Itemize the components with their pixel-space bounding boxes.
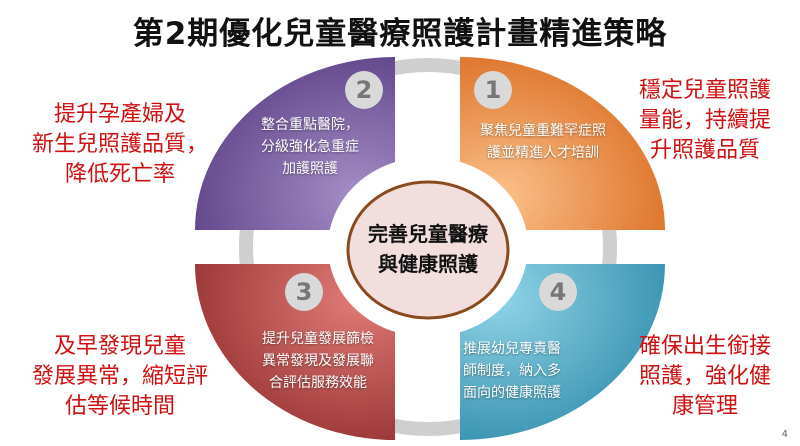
text-line: 聚焦兒童重難罕症照 bbox=[480, 123, 606, 139]
quadrant-4-text: 推展幼兒專責醫 師制度，納入多 面向的健康照護 bbox=[463, 338, 591, 404]
number-badge-3: 3 bbox=[285, 273, 323, 311]
text-line: 整合重點醫院， bbox=[261, 117, 359, 133]
number-badge-4: 4 bbox=[539, 273, 577, 311]
text-line: 加護照護 bbox=[282, 161, 338, 177]
note-line: 穩定兒童照護 bbox=[638, 78, 771, 103]
text-line: 護並精進人才培訓 bbox=[487, 145, 599, 161]
center-ellipse bbox=[346, 180, 510, 320]
text-line: 提升兒童發展篩檢 bbox=[262, 331, 374, 347]
center-label: 完善兒童醫療與健康照護 bbox=[350, 187, 506, 311]
slide-title: 第2期優化兒童醫療照護計畫精進策略 bbox=[132, 16, 668, 52]
text-line: 異常發現及發展聯 bbox=[262, 353, 374, 369]
page-number: 4 bbox=[781, 429, 788, 440]
note-top-right: 穩定兒童照護 量能，持續提 升照護品質 bbox=[615, 76, 795, 166]
text-line: 面向的健康照護 bbox=[463, 385, 561, 401]
note-line: 康管理 bbox=[671, 394, 738, 419]
note-line: 估等候時間 bbox=[64, 394, 175, 419]
quadrant-1 bbox=[460, 57, 665, 230]
text-line: 分級強化急重症 bbox=[261, 139, 359, 155]
note-line: 確保出生銜接 bbox=[638, 334, 771, 359]
note-top-left: 提升孕產婦及 新生兒照護品質， 降低死亡率 bbox=[20, 100, 220, 190]
note-line: 照護，強化健 bbox=[638, 364, 771, 389]
number-badge-2: 2 bbox=[345, 71, 383, 109]
quadrant-3-text: 提升兒童發展篩檢 異常發現及發展聯 合評估服務效能 bbox=[248, 328, 388, 394]
quadrant-2 bbox=[195, 57, 395, 230]
note-line: 發展異常，縮短評 bbox=[31, 364, 208, 389]
note-line: 新生兒照護品質， bbox=[31, 132, 208, 157]
note-line: 升照護品質 bbox=[649, 138, 760, 163]
note-bottom-right: 確保出生銜接 照護，強化健 康管理 bbox=[615, 332, 795, 422]
quadrant-4 bbox=[460, 264, 665, 440]
note-line: 降低死亡率 bbox=[64, 162, 175, 187]
center-line-2: 與健康照護 bbox=[378, 252, 478, 276]
note-line: 提升孕產婦及 bbox=[53, 102, 186, 127]
center-line-1: 完善兒童醫療 bbox=[368, 222, 488, 246]
text-line: 合評估服務效能 bbox=[269, 375, 367, 391]
quadrant-3 bbox=[195, 264, 395, 440]
gray-ring bbox=[239, 58, 617, 436]
note-bottom-left: 及早發現兒童 發展異常，縮短評 估等候時間 bbox=[20, 332, 220, 422]
number-badge-1: 1 bbox=[474, 71, 512, 109]
note-line: 量能，持續提 bbox=[638, 108, 771, 133]
text-line: 推展幼兒專責醫 bbox=[463, 341, 561, 357]
note-line: 及早發現兒童 bbox=[53, 334, 186, 359]
quadrant-1-text: 聚焦兒童重難罕症照 護並精進人才培訓 bbox=[463, 120, 623, 164]
text-line: 師制度，納入多 bbox=[463, 363, 561, 379]
quadrant-2-text: 整合重點醫院， 分級強化急重症 加護照護 bbox=[245, 114, 375, 180]
